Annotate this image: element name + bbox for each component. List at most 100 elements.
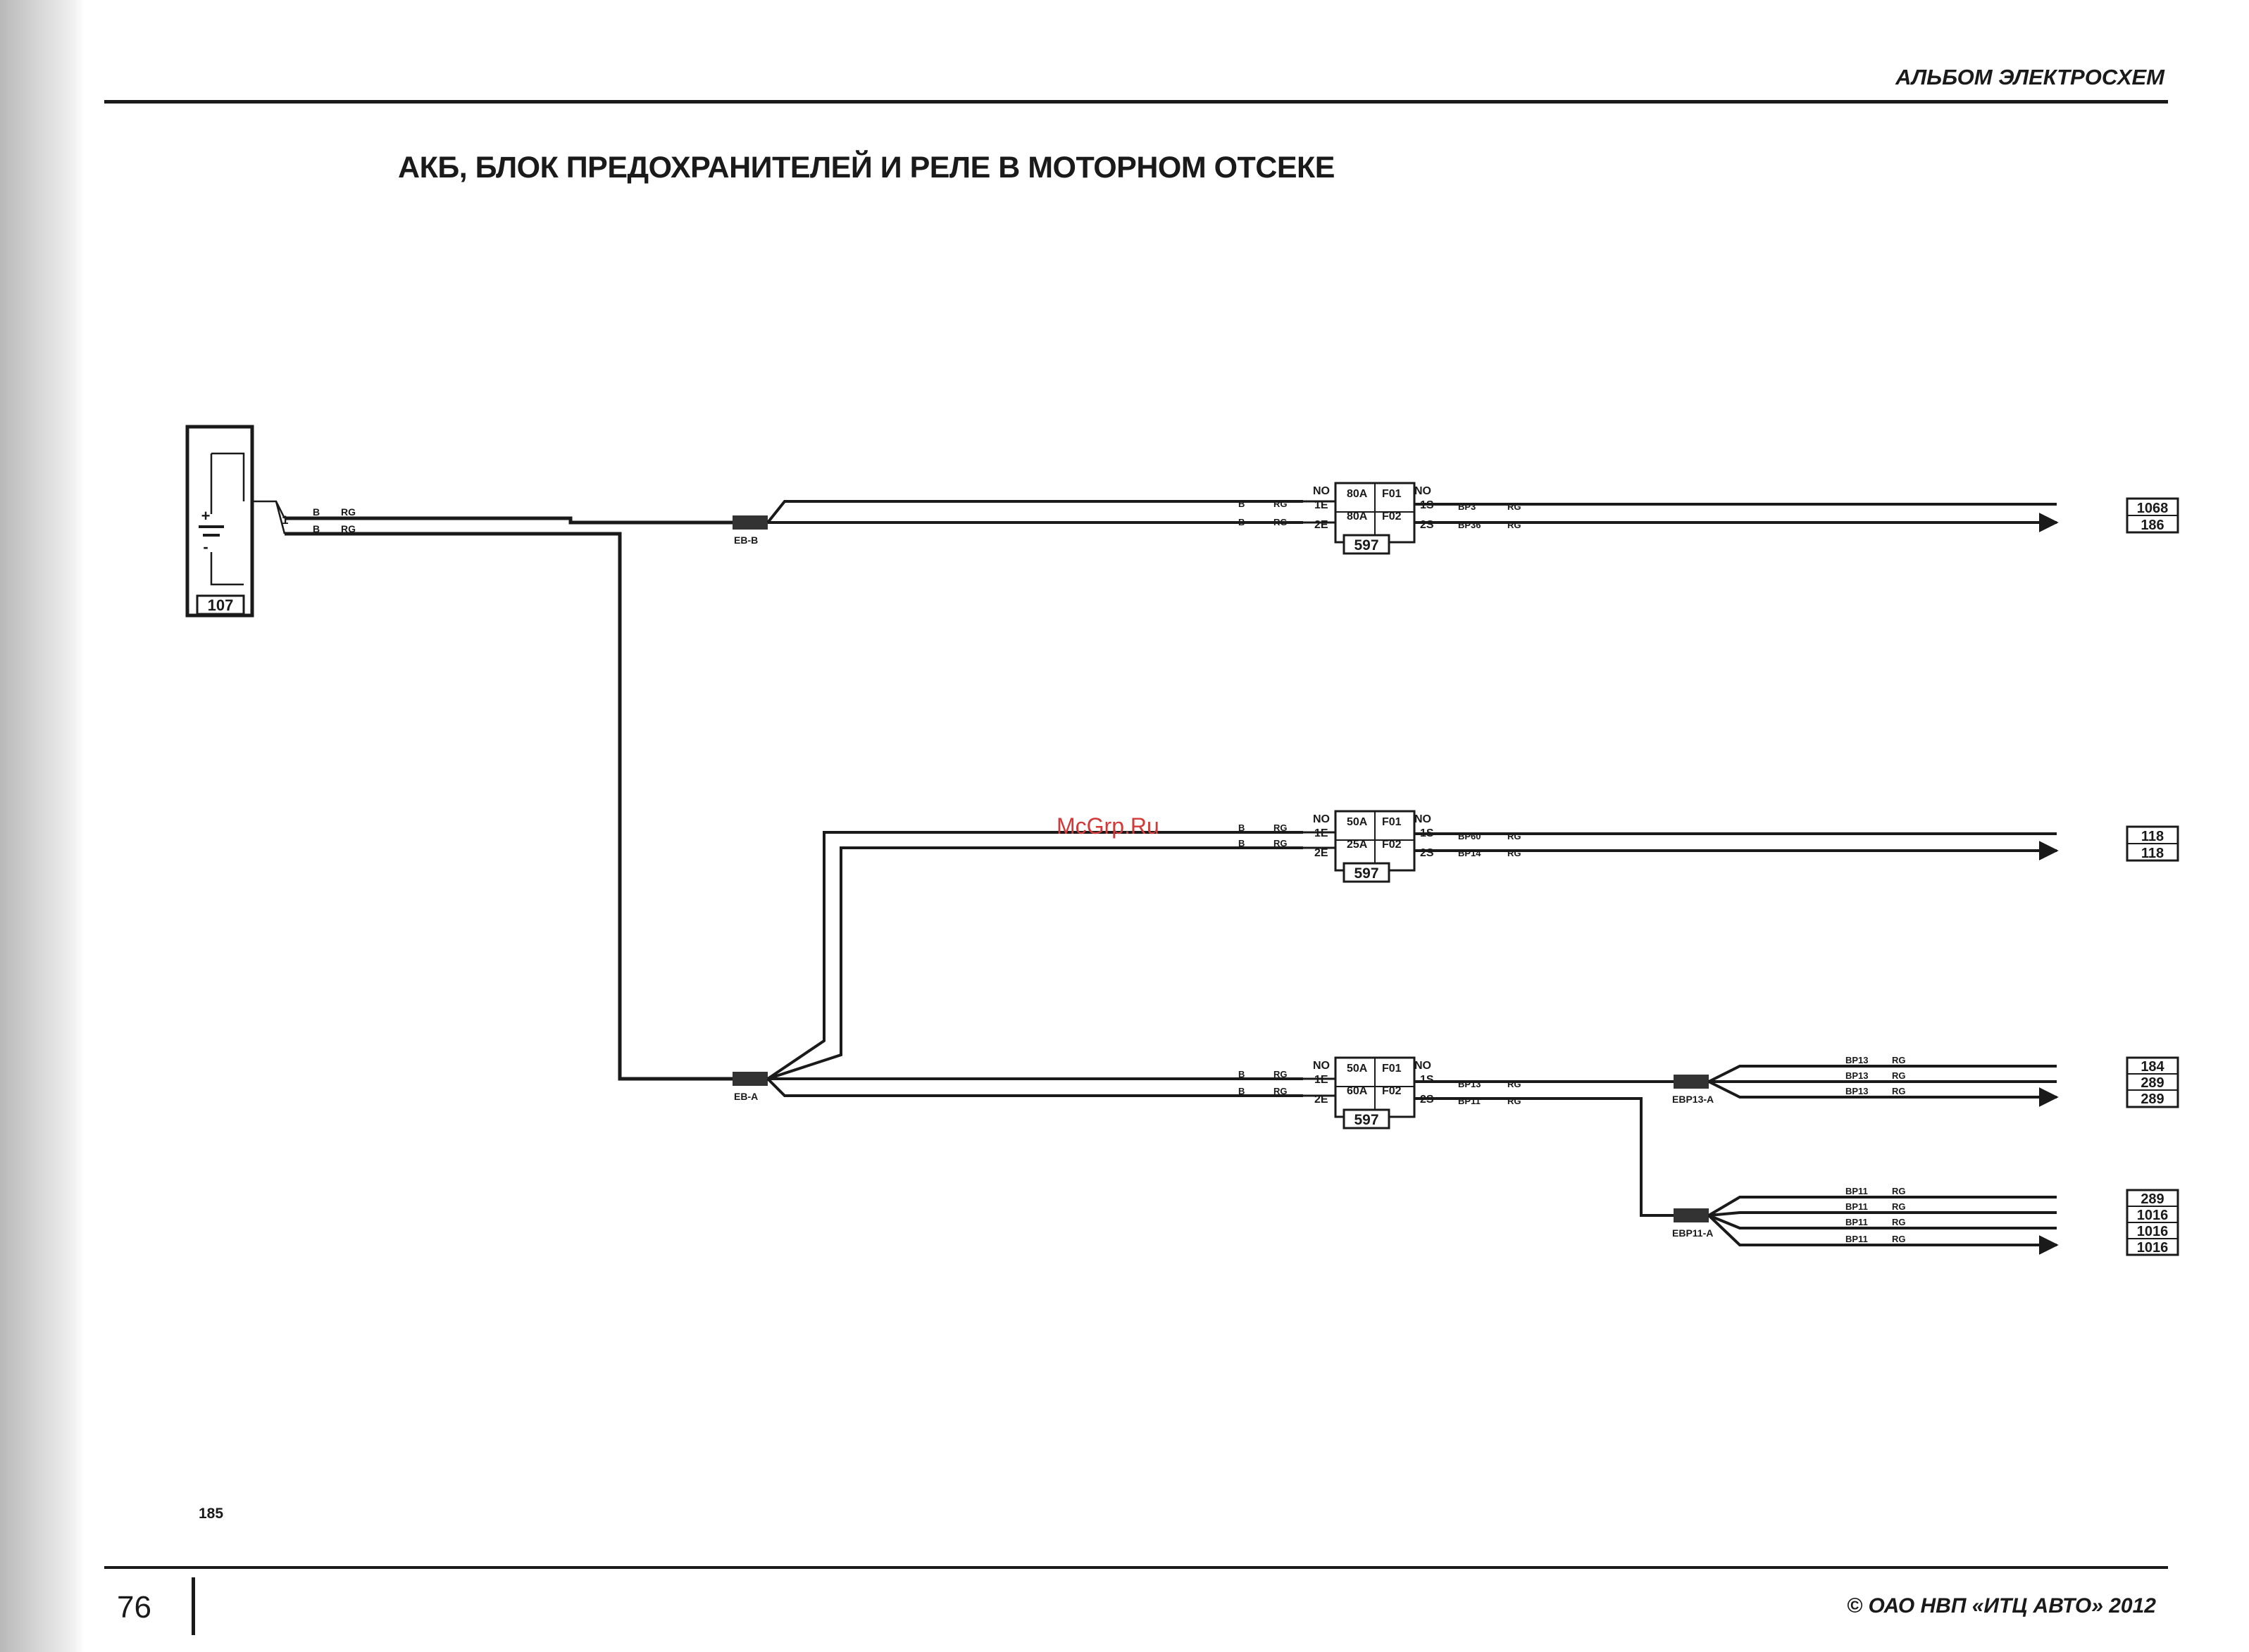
reference-group-2: 118 118 [2126, 825, 2179, 862]
wire-id-label: BP11 [1845, 1186, 1868, 1196]
wire-code-label: RG [1507, 520, 1521, 530]
splice-ebp13-a: EBP13-A BP13 RG BP13 RG BP13 RG [1672, 1055, 2057, 1105]
reference-number: 186 [2141, 518, 2164, 533]
wire-code-label: RG [1892, 1186, 1906, 1196]
page-number: 76 [117, 1590, 151, 1625]
reference-number: 118 [2141, 829, 2164, 844]
splice-ebp11-a: EBP11-A BP11 RG BP11 RG BP11 RG BP11 RG [1672, 1186, 2057, 1245]
fuse-label: F02 [1382, 511, 1402, 522]
no-label: NO [1313, 813, 1330, 825]
no-label: NO [1313, 1060, 1330, 1072]
reference-number: 1016 [2137, 1208, 2169, 1223]
wire-color-label: B [313, 523, 320, 534]
wire-color-label: B [1238, 499, 1245, 509]
fuse-block-id: 597 [1354, 537, 1378, 553]
reference-number: 289 [2141, 1191, 2164, 1207]
page-spine-shadow [0, 0, 85, 1652]
wire-id-label: BP36 [1458, 520, 1481, 530]
wire-id-label: BP11 [1845, 1217, 1868, 1227]
battery-cables [285, 516, 733, 1081]
wire-code-label: RG [1273, 1069, 1288, 1080]
wire-color-label: B [1238, 1086, 1245, 1096]
wire-id-label: BP11 [1845, 1201, 1868, 1212]
wire-id-label: BP13 [1845, 1055, 1869, 1065]
splice-eb-b-label: EB-B [734, 534, 758, 546]
fuse-rating: 50A [1347, 816, 1368, 828]
wire-code-label: RG [1507, 831, 1521, 841]
wire-code-label: RG [1273, 822, 1288, 833]
fuse-block-2: 597 50A 25A F01 F02 NO 1E 2E NO 1S 2S B … [1238, 810, 2057, 883]
fuse-label: F01 [1382, 488, 1402, 500]
wire-code-label: RG [1507, 1096, 1521, 1106]
wire-code-label: RG [1892, 1201, 1906, 1212]
wire-id-label: BP13 [1845, 1086, 1869, 1096]
no-label: NO [1313, 485, 1330, 497]
splice-ebp11-label: EBP11-A [1672, 1227, 1713, 1239]
fuse-rating: 80A [1347, 488, 1368, 500]
splice-eb-b: EB-B [733, 500, 1303, 546]
fuse-label: F01 [1382, 816, 1402, 828]
pin-label: 2S [1420, 519, 1434, 531]
watermark-text: McGrp.Ru [1057, 813, 1159, 839]
fuse-label: F02 [1382, 839, 1402, 851]
fuse-rating: 80A [1347, 511, 1368, 522]
pin-label: 2E [1314, 847, 1328, 859]
wire-color-label: B [1238, 517, 1245, 527]
battery-wire-labels: B RG B RG [313, 506, 356, 534]
wire-code-label: RG [1273, 517, 1288, 527]
reference-number: 184 [2141, 1059, 2164, 1075]
fuse-rating: 60A [1347, 1085, 1368, 1097]
splice-ebp13-label: EBP13-A [1672, 1094, 1714, 1105]
fuse-label: F02 [1382, 1085, 1402, 1097]
wire-id-label: BP3 [1458, 501, 1476, 512]
wire-code-label: RG [1507, 1079, 1521, 1089]
wire-id-label: BP13 [1458, 1079, 1481, 1089]
wire-code-label: RG [1892, 1234, 1906, 1244]
wire-color-label: B [1238, 822, 1245, 833]
wire-id-label: BP60 [1458, 831, 1481, 841]
wire-color-label: B [313, 506, 320, 518]
page-reference: 185 [199, 1506, 224, 1522]
no-label: NO [1414, 813, 1431, 825]
header-rule [104, 100, 2168, 104]
fuse-label: F01 [1382, 1063, 1402, 1075]
reference-number: 1068 [2137, 501, 2169, 516]
reference-group-1: 1068 186 [2126, 497, 2179, 534]
no-label: NO [1414, 485, 1431, 497]
fuse-rating: 25A [1347, 839, 1368, 851]
wire-code-label: RG [341, 523, 356, 534]
wire-code-label: RG [1892, 1086, 1906, 1096]
reference-number: 289 [2141, 1091, 2164, 1107]
wire-code-label: RG [341, 506, 356, 518]
wire-code-label: RG [1507, 501, 1521, 512]
reference-number: 118 [2141, 846, 2164, 861]
splice-eb-a-label: EB-A [734, 1091, 758, 1102]
wire-color-label: B [1238, 1069, 1245, 1080]
pin-label: 2E [1314, 519, 1328, 531]
reference-number: 1016 [2137, 1224, 2169, 1239]
fuse-block-id: 597 [1354, 865, 1378, 882]
reference-number: 289 [2141, 1075, 2164, 1091]
battery-107: 107 + - 1 [185, 425, 288, 618]
no-label: NO [1414, 1060, 1431, 1072]
fuse-rating: 50A [1347, 1063, 1368, 1075]
pin-label: 2S [1420, 847, 1434, 859]
page-title: АКБ, БЛОК ПРЕДОХРАНИТЕЛЕЙ И РЕЛЕ В МОТОР… [398, 151, 1335, 184]
wire-code-label: RG [1892, 1055, 1906, 1065]
wire-code-label: RG [1892, 1217, 1906, 1227]
album-title: АЛЬБОМ ЭЛЕКТРОСХЕМ [1895, 65, 2164, 89]
wire-code-label: RG [1273, 1086, 1288, 1096]
wire-code-label: RG [1273, 499, 1288, 509]
fuse-block-3: 597 50A 60A F01 F02 NO 1E 2E NO 1S 2S B … [1238, 1056, 1674, 1217]
wire-id-label: BP14 [1458, 848, 1481, 858]
copyright: © ОАО НВП «ИТЦ АВТО» 2012 [1847, 1594, 2156, 1617]
wire-color-label: B [1238, 838, 1245, 849]
footer-rule [104, 1566, 2168, 1569]
wire-code-label: RG [1892, 1070, 1906, 1081]
reference-number: 1016 [2137, 1240, 2169, 1256]
wire-code-label: RG [1273, 838, 1288, 849]
reference-group-3: 184 289 289 [2126, 1056, 2179, 1108]
fuse-block-id: 597 [1354, 1112, 1378, 1128]
wire-id-label: BP11 [1845, 1234, 1868, 1244]
